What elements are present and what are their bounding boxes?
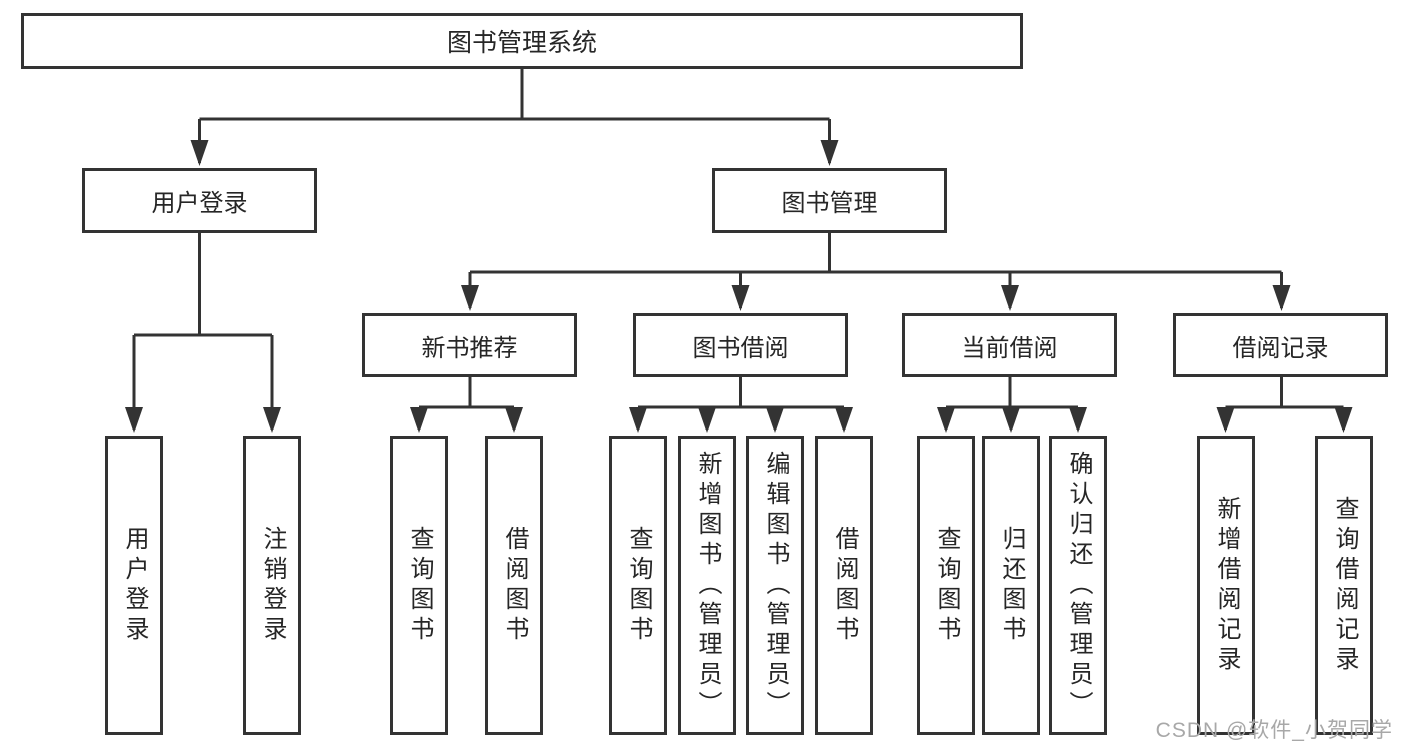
node-label: 借阅图书 (831, 525, 858, 646)
node-label: 确认归还（管理员） (1065, 450, 1092, 721)
node-label: 用户登录 (151, 190, 248, 217)
connector-current-borrow-group (937, 377, 1087, 433)
node-leaf-add-book-admin: 新增图书（管理员） (678, 436, 736, 735)
node-label: 注销登录 (259, 525, 286, 646)
node-label: 归还图书 (998, 525, 1025, 646)
node-leaf-borrow-book-1: 借阅图书 (485, 436, 543, 735)
node-user-login: 用户登录 (82, 168, 317, 233)
connector-book-mgmt-to-level3 (461, 233, 1291, 311)
node-label: 图书借阅 (692, 334, 789, 362)
node-leaf-edit-book-admin: 编辑图书（管理员） (746, 436, 804, 735)
node-label: 借阅记录 (1232, 334, 1329, 362)
node-label: 用户登录 (121, 525, 148, 646)
node-label: 查询图书 (933, 525, 960, 646)
node-library-system: 图书管理系统 (21, 13, 1023, 69)
csdn-watermark: CSDN @软件_小贺同学 (1155, 719, 1393, 742)
node-leaf-confirm-return-admin: 确认归还（管理员） (1049, 436, 1107, 735)
node-label: 当前借阅 (961, 334, 1058, 362)
node-leaf-query-book-2: 查询图书 (609, 436, 667, 735)
connector-user-login-group (125, 233, 281, 433)
node-leaf-borrow-book-2: 借阅图书 (815, 436, 873, 735)
node-new-book-recommend: 新书推荐 (362, 313, 577, 377)
node-label: 借阅图书 (501, 525, 528, 646)
node-leaf-return-book: 归还图书 (982, 436, 1040, 735)
node-label: 新书推荐 (421, 334, 518, 362)
connector-borrow-record-group (1216, 377, 1353, 433)
node-label: 查询图书 (625, 525, 652, 646)
connector-root-to-level2 (190, 69, 839, 166)
node-book-mgmt: 图书管理 (712, 168, 947, 233)
node-leaf-query-book-1: 查询图书 (390, 436, 448, 735)
node-leaf-logout: 注销登录 (243, 436, 301, 735)
node-label: 编辑图书（管理员） (762, 450, 789, 721)
node-leaf-query-borrow-record: 查询借阅记录 (1315, 436, 1373, 735)
node-label: 图书管理 (781, 190, 878, 217)
node-leaf-add-borrow-record: 新增借阅记录 (1197, 436, 1255, 735)
node-label: 新增图书（管理员） (694, 450, 721, 721)
connector-book-borrow-group (629, 377, 853, 433)
node-borrow-record: 借阅记录 (1173, 313, 1388, 377)
node-leaf-user-login: 用户登录 (105, 436, 163, 735)
node-label: 新增借阅记录 (1213, 495, 1240, 676)
node-label: 图书管理系统 (446, 29, 597, 57)
node-label: 查询图书 (406, 525, 433, 646)
node-book-borrow: 图书借阅 (633, 313, 848, 377)
node-current-borrow: 当前借阅 (902, 313, 1117, 377)
node-label: 查询借阅记录 (1331, 495, 1358, 676)
connector-new-book-group (410, 377, 523, 433)
node-leaf-query-book-3: 查询图书 (917, 436, 975, 735)
